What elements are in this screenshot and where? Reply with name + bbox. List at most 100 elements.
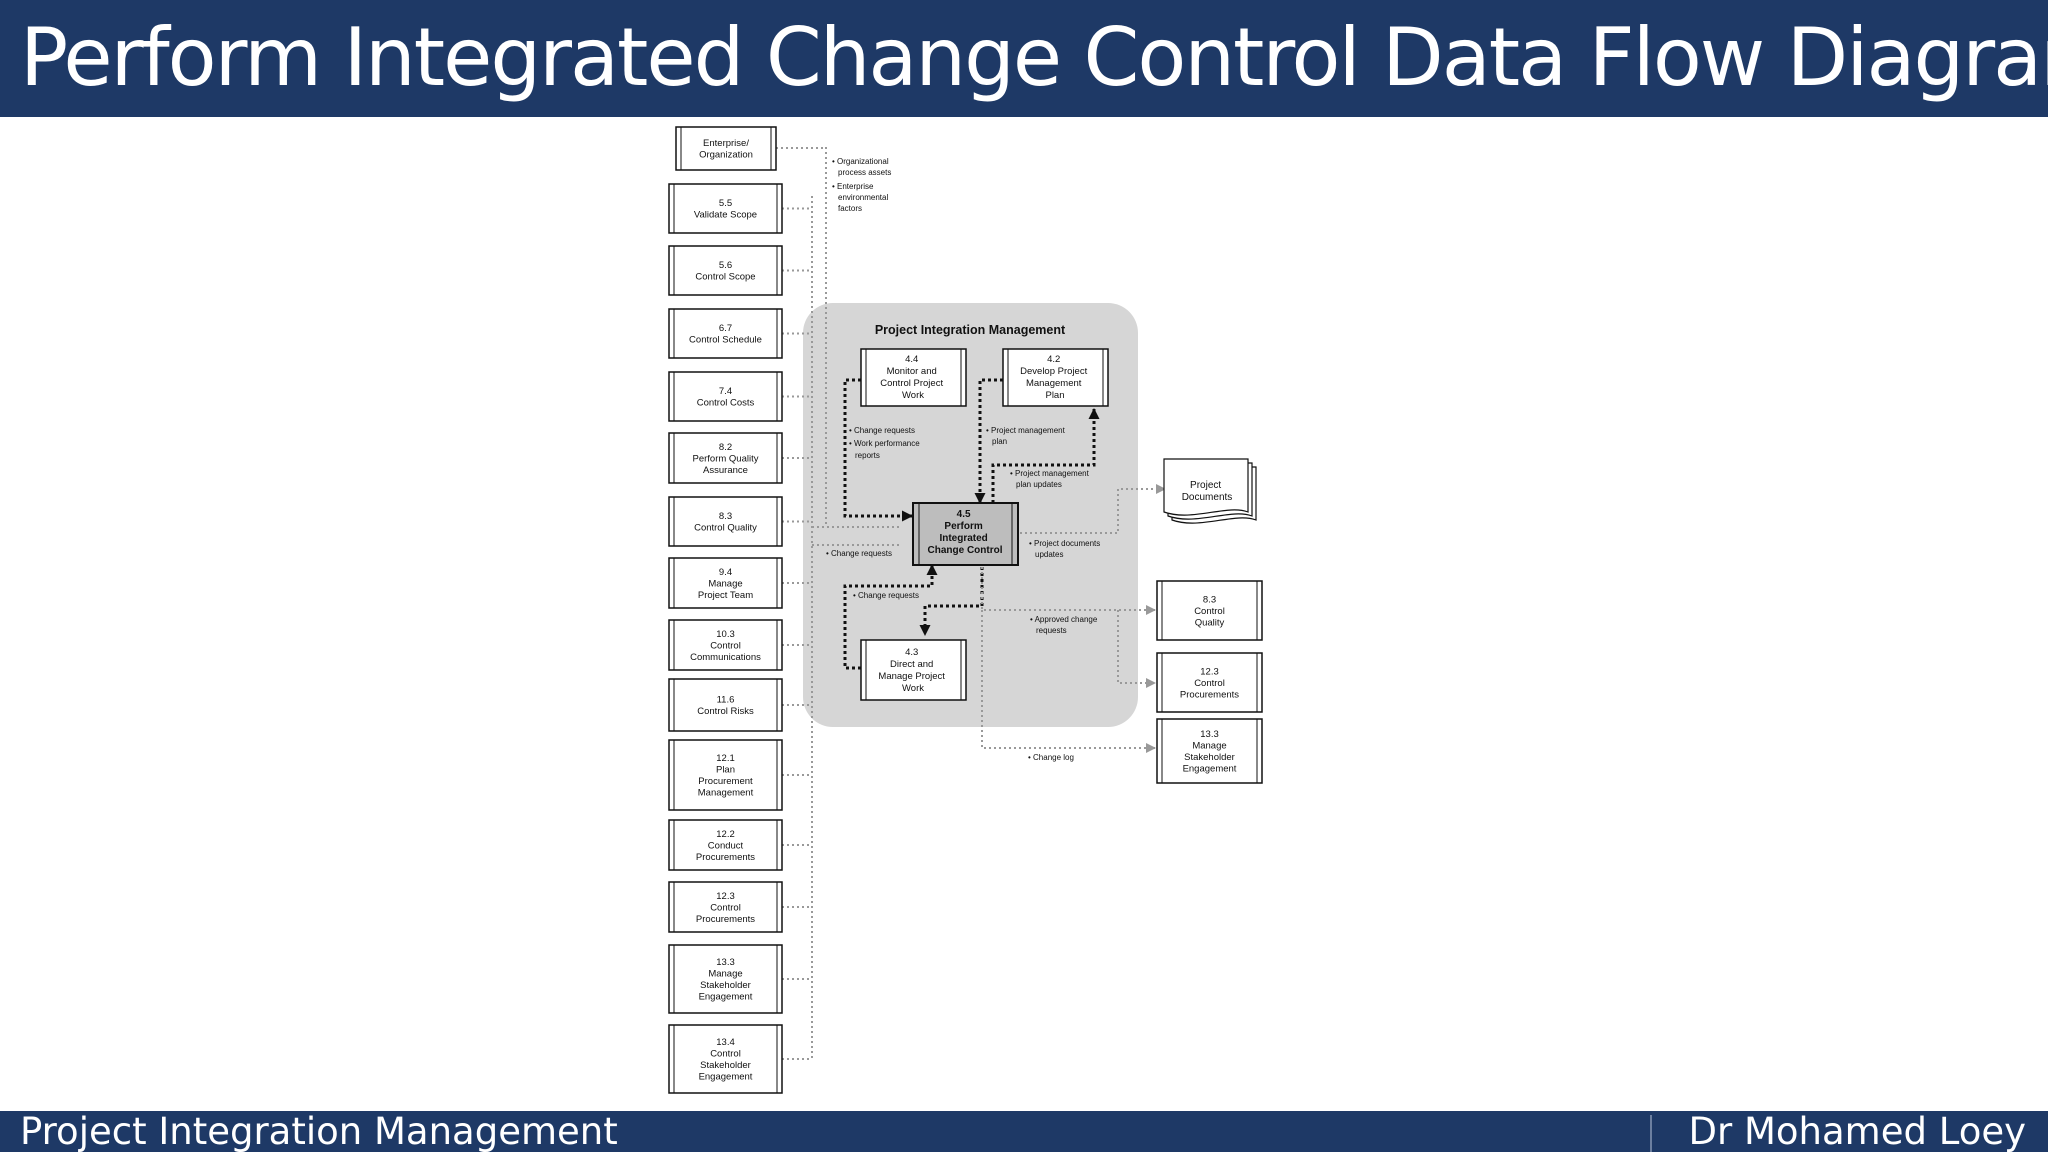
right-box-8-3r-line: Control bbox=[1194, 606, 1225, 617]
right-box-12-3r-line: 12.3 bbox=[1200, 666, 1219, 677]
box-4-2: 4.2 Develop Project Management Plan bbox=[1002, 348, 1109, 407]
right-box-12-3r-line: Procurements bbox=[1180, 689, 1239, 700]
svg-text:4.5 Perform Integr: 4.5 Perform Integrated Change Control bbox=[928, 509, 1003, 556]
left-box-8-3-line: 8.3 bbox=[719, 511, 732, 522]
left-box-11-6-line: 11.6 bbox=[717, 695, 735, 706]
left-box-5-6-line: Control Scope bbox=[695, 272, 755, 283]
left-box-5-6-line: 5.6 bbox=[719, 260, 732, 271]
left-box-12-2-line: Procurements bbox=[696, 852, 755, 863]
svg-text:4.2 Develop Project: 4.2 Develop Project Management Plan bbox=[1020, 354, 1090, 401]
left-box-12-2-line: Conduct bbox=[708, 840, 744, 851]
left-box-11-6-line: Control Risks bbox=[697, 706, 754, 717]
left-box-12-1-line: Plan bbox=[716, 765, 735, 776]
right-box-12-3r-line: Control bbox=[1194, 678, 1225, 689]
left-box-8-2-line: Assurance bbox=[703, 465, 748, 476]
left-box-9-4-line: 9.4 bbox=[719, 567, 732, 578]
left-box-13-4-line: 13.4 bbox=[716, 1037, 735, 1048]
left-box-13-4-line: Engagement bbox=[699, 1072, 753, 1083]
right-box-13-3r-line: Manage bbox=[1192, 741, 1226, 752]
label-doc-updates: • Project documents updates bbox=[1029, 539, 1103, 559]
left-box-13-4-line: Stakeholder bbox=[700, 1060, 751, 1071]
right-box-13-3r-line: Stakeholder bbox=[1184, 752, 1235, 763]
left-box-enterprise-line: Organization bbox=[699, 150, 753, 161]
left-connectors bbox=[776, 147, 900, 1058]
right-box-13-3r-line: Engagement bbox=[1183, 764, 1237, 775]
left-box-13-4-line: Control bbox=[710, 1049, 741, 1060]
left-box-5-5-line: Validate Scope bbox=[694, 210, 757, 221]
label-change-requests-left: • Change requests bbox=[826, 549, 892, 558]
right-box-8-3r-line: 8.3 bbox=[1203, 594, 1216, 605]
label-opa: • Organizational process assets • Enterp… bbox=[832, 157, 894, 213]
left-stubs bbox=[782, 207, 812, 1060]
left-box-6-7-line: 6.7 bbox=[719, 323, 732, 334]
svg-text:Project Documents: Project Documents bbox=[1182, 480, 1233, 503]
box-4-4: 4.4 Monitor and Control Project Work bbox=[860, 348, 967, 407]
left-box-12-3-line: Procurements bbox=[696, 914, 755, 925]
left-box-12-2-line: 12.2 bbox=[716, 829, 735, 840]
left-box-12-1-line: Procurement bbox=[698, 776, 753, 787]
label-approved-change: • Approved change requests bbox=[1030, 615, 1100, 635]
left-box-12-3-line: Control bbox=[710, 902, 741, 913]
label-change-log: • Change log bbox=[1028, 753, 1074, 762]
panel-title: Project Integration Management bbox=[875, 323, 1066, 337]
left-box-12-3-line: 12.3 bbox=[716, 891, 735, 902]
box-4-5-perform-integrated-change-control: 4.5 Perform Integrated Change Control bbox=[912, 502, 1019, 566]
footer-author: Dr Mohamed Loey bbox=[1688, 1110, 2026, 1153]
left-box-8-3-line: Control Quality bbox=[694, 523, 757, 534]
output-flows bbox=[981, 484, 1166, 753]
left-box-8-2-line: 8.2 bbox=[719, 442, 732, 453]
process-flows bbox=[843, 378, 1100, 670]
left-box-13-3-line: Engagement bbox=[699, 992, 753, 1003]
left-box-enterprise: Enterprise/Organization bbox=[675, 126, 777, 171]
svg-text:4.3 Direct and Man: 4.3 Direct and Manage Project Work bbox=[878, 647, 947, 694]
slide-title: Perform Integrated Change Control Data F… bbox=[20, 11, 2048, 104]
left-box-10-3-line: 10.3 bbox=[716, 629, 735, 640]
left-box-8-2-line: Perform Quality bbox=[693, 453, 759, 464]
left-box-13-3-line: 13.3 bbox=[716, 957, 735, 968]
label-pm-plan: • Project management plan bbox=[986, 426, 1067, 446]
footer-bar: Project Integration Management Dr Mohame… bbox=[0, 1111, 2048, 1152]
footer-divider bbox=[1650, 1115, 1652, 1152]
left-box-12-1-line: Management bbox=[698, 788, 754, 799]
left-box-10-3-line: Control bbox=[710, 640, 741, 651]
right-box-8-3r-line: Quality bbox=[1195, 617, 1225, 628]
right-box-13-3r-line: 13.3 bbox=[1200, 729, 1219, 740]
left-box-6-7-line: Control Schedule bbox=[689, 335, 762, 346]
title-bar: Perform Integrated Change Control Data F… bbox=[0, 0, 2048, 117]
footer-course-title: Project Integration Management bbox=[20, 1110, 618, 1153]
left-box-13-3-line: Manage bbox=[708, 969, 742, 980]
left-box-enterprise-line: Enterprise/ bbox=[703, 138, 749, 149]
svg-text:4.4 Monitor and Co: 4.4 Monitor and Control Project Work bbox=[880, 354, 945, 401]
left-box-9-4-line: Manage bbox=[708, 578, 742, 589]
label-pm-plan-updates: • Project management plan updates bbox=[1010, 469, 1091, 489]
left-box-5-5-line: 5.5 bbox=[719, 198, 732, 209]
left-box-13-3-line: Stakeholder bbox=[700, 980, 751, 991]
project-documents: Project Documents bbox=[1163, 458, 1257, 524]
box-4-3: 4.3 Direct and Manage Project Work bbox=[860, 639, 967, 701]
left-box-10-3-line: Communications bbox=[690, 652, 761, 663]
left-box-12-1-line: 12.1 bbox=[716, 753, 735, 764]
left-box-9-4-line: Project Team bbox=[698, 590, 753, 601]
right-column: 8.3ControlQuality12.3ControlProcurements… bbox=[1156, 580, 1263, 784]
label-change-requests-wpr: • Change requests • Work performance rep… bbox=[849, 426, 922, 460]
label-change-requests-inner: • Change requests bbox=[853, 591, 919, 600]
